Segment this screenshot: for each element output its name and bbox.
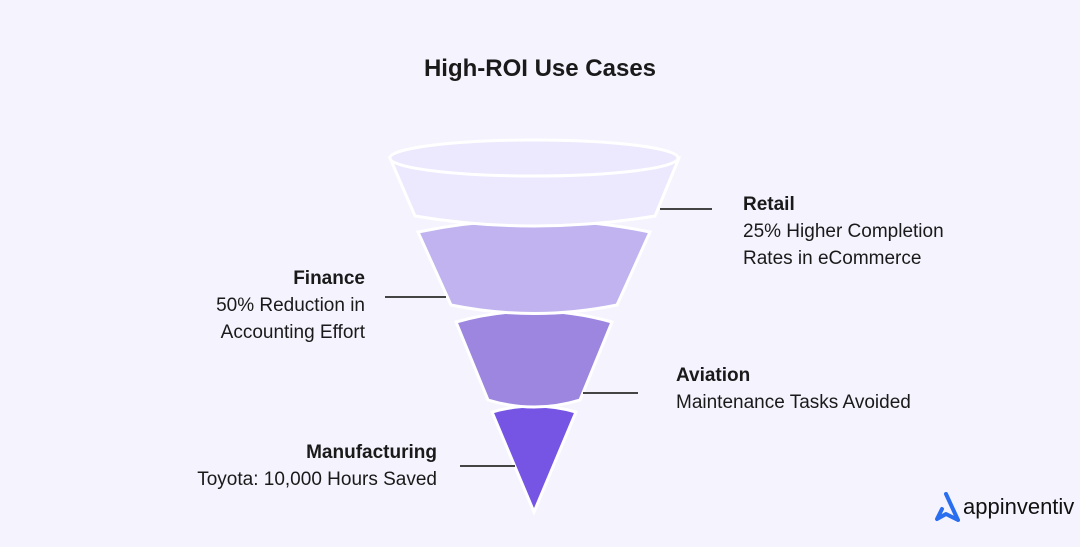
- brand-logo: appinventiv: [932, 492, 1074, 522]
- stage-detail: Toyota: 10,000 Hours Saved: [197, 469, 437, 490]
- label-finance: Finance 50% Reduction in Accounting Effo…: [100, 265, 365, 346]
- label-manufacturing: Manufacturing Toyota: 10,000 Hours Saved: [100, 439, 437, 493]
- stage-name: Aviation: [676, 365, 751, 386]
- connector-lines: [385, 208, 712, 467]
- brand-name: appinventiv: [963, 494, 1075, 519]
- stage-detail: 50% Reduction in: [216, 295, 365, 316]
- label-aviation: Aviation Maintenance Tasks Avoided: [676, 362, 911, 416]
- appinventiv-logo-icon: [935, 492, 960, 522]
- stage-detail: Accounting Effort: [220, 322, 365, 343]
- funnel-stage-finance: [415, 218, 653, 315]
- stage-name: Retail: [743, 194, 795, 215]
- label-retail: Retail 25% Higher Completion Rates in eC…: [743, 191, 944, 272]
- page-title: High-ROI Use Cases: [423, 55, 657, 82]
- stage-name: Finance: [293, 268, 365, 289]
- stage-name: Manufacturing: [306, 442, 437, 463]
- stage-detail: Rates in eCommerce: [743, 248, 922, 269]
- stage-detail: Maintenance Tasks Avoided: [676, 392, 911, 413]
- funnel-top-ellipse: [388, 138, 680, 178]
- stage-detail: 25% Higher Completion: [743, 221, 944, 242]
- funnel-stage-manufacturing: [489, 404, 579, 516]
